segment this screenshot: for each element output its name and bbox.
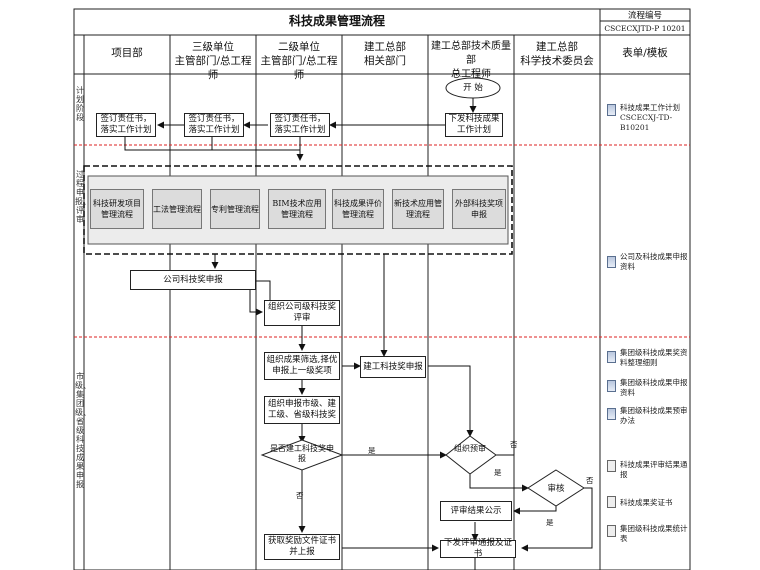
column-header-hq-tech: 建工总部技术质量部 总工程师 — [428, 40, 514, 82]
column-header-line2: 总工程师 — [451, 69, 491, 80]
process-bim: BIM技术应用管理流程 — [268, 189, 326, 229]
node-org-apply: 组织申报市级、建工级、省级科技奖 — [264, 396, 340, 424]
document-icon — [607, 256, 616, 268]
column-header-line1: 三级单位 — [192, 41, 234, 53]
chart-title: 科技成果管理流程 — [288, 14, 385, 28]
process-rd-project: 科技研发项目管理流程 — [90, 189, 144, 229]
document-icon — [607, 104, 616, 116]
node-publicize: 评审结果公示 — [440, 501, 512, 521]
template-plan: 科技成果工作计划 CSCECXJ-TD-B10201 — [620, 103, 680, 132]
node-select: 组织成果筛选,择优申报上一级奖项 — [264, 352, 340, 380]
column-header-line1: 建工总部技术质量部 — [431, 41, 511, 66]
edge-label-no-prereview: 否 — [510, 440, 518, 449]
column-header-project: 项目部 — [84, 46, 170, 60]
template-result-notice: 科技成果评审结果通报 — [620, 460, 688, 479]
column-header-line2: 相关部门 — [364, 55, 406, 67]
edge-label-no-decision: 否 — [296, 491, 304, 500]
phase-label-process: 过程申报、评审 — [75, 170, 91, 224]
column-header-line1: 建工总部 — [364, 41, 406, 53]
process-method: 工法管理流程 — [152, 189, 202, 229]
template-certificate: 科技成果奖证书 — [620, 498, 673, 507]
node-sign-project: 签订责任书，落实工作计划 — [96, 113, 156, 137]
edge-label-no-audit: 否 — [586, 476, 594, 485]
column-header-forms: 表单/模板 — [600, 46, 690, 60]
node-sign-level2: 签订责任书，落实工作计划 — [270, 113, 330, 137]
column-header-hq-dept: 建工总部 相关部门 — [342, 40, 428, 68]
column-header-line1: 二级单位 — [278, 41, 320, 53]
node-pre-review: 组织预审 — [454, 444, 486, 453]
flow-number-label: 流程编号 — [627, 11, 662, 21]
template-group-apply: 集团级科技成果申报资料 — [620, 378, 688, 397]
edge-label-yes-audit: 是 — [546, 518, 554, 527]
node-issue-notice: 下发评审通报及证书 — [440, 538, 516, 559]
flow-number: CSCECXJTD-P 10201 — [604, 24, 686, 33]
node-obtain: 获取奖励文件证书并上报 — [264, 534, 340, 560]
column-header-level3: 三级单位 主管部门/总工程师 — [170, 40, 256, 82]
column-header-line2: 科学技术委员会 — [520, 55, 594, 67]
start-node: 开 始 — [463, 83, 483, 93]
document-icon — [607, 460, 616, 472]
document-icon — [607, 351, 616, 363]
node-jg-apply: 建工科技奖申报 — [360, 356, 426, 378]
phase-label-apply: 市级、集团级、省级科技成果申报 — [75, 372, 91, 489]
edge-label-yes-decision: 是 — [368, 446, 376, 455]
template-group-rules: 集团级科技成果奖资料整理细则 — [620, 348, 688, 367]
document-icon — [607, 408, 616, 420]
template-company-apply: 公司及科技成果申报资料 — [620, 252, 688, 271]
column-header-line2: 主管部门/总工程师 — [174, 55, 252, 81]
template-statistics: 集团级科技成果统计表 — [620, 524, 688, 543]
node-org-review: 组织公司级科技奖评审 — [264, 300, 340, 326]
column-header-line1: 表单/模板 — [622, 47, 668, 59]
column-header-line2: 主管部门/总工程师 — [260, 55, 338, 81]
node-issue-plan: 下发科技成果工作计划 — [445, 113, 503, 137]
process-patent: 专利管理流程 — [210, 189, 260, 229]
node-decision: 是否建工科技奖申报 — [270, 444, 334, 463]
column-header-level2: 二级单位 主管部门/总工程师 — [256, 40, 342, 82]
document-icon — [607, 380, 616, 392]
process-evaluation: 科技成果评价管理流程 — [332, 189, 384, 229]
column-header-line1: 建工总部 — [536, 41, 578, 53]
document-icon — [607, 496, 616, 508]
document-icon — [607, 525, 616, 537]
phase-label-plan: 计划阶段 — [76, 86, 84, 122]
node-company-award: 公司科技奖申报 — [130, 270, 256, 290]
edge-label-yes-prereview: 是 — [494, 468, 502, 477]
column-header-line1: 项目部 — [111, 47, 143, 59]
node-audit: 审核 — [547, 484, 565, 494]
node-sign-level3: 签订责任书，落实工作计划 — [184, 113, 244, 137]
process-new-tech: 新技术应用管理流程 — [392, 189, 444, 229]
process-external-award: 外部科技奖项申报 — [452, 189, 506, 229]
column-header-committee: 建工总部 科学技术委员会 — [514, 40, 600, 68]
template-pre-review: 集团级科技成果预审办法 — [620, 406, 688, 425]
